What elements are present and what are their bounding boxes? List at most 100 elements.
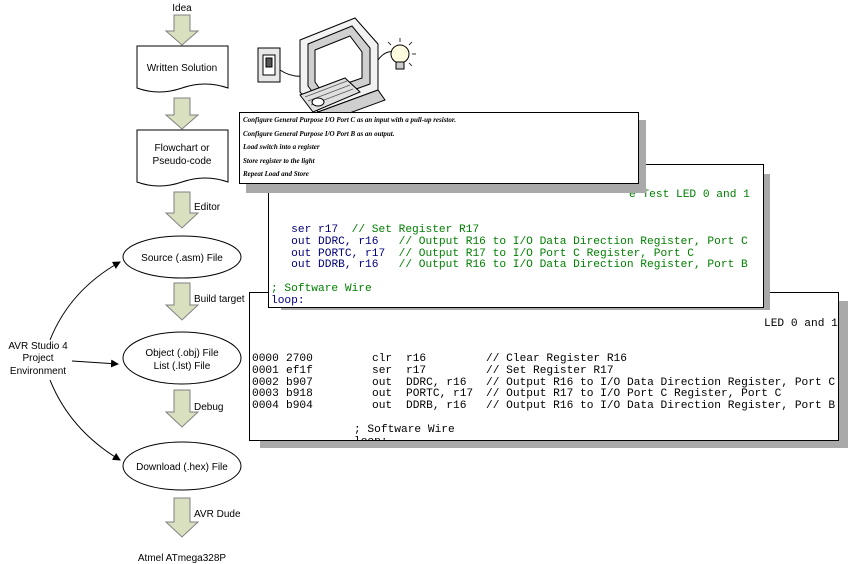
idea-label: Idea xyxy=(172,3,192,14)
source-mnemonic: ser xyxy=(291,223,312,236)
listing-address: 0000 xyxy=(252,352,279,365)
listing-mnemonic: ser xyxy=(372,364,393,377)
listing-address: 0001 xyxy=(252,364,279,377)
source-line: ; Software Wire xyxy=(271,282,748,296)
listing-line: loop: xyxy=(252,436,388,440)
source-file-node: Source (.asm) File xyxy=(122,235,242,279)
listing-line: 0001 ef1f ser r17 // Set Register R17 xyxy=(252,364,614,378)
source-operands: PORTC, r17 xyxy=(318,247,386,260)
pseudo-line-3: Load switch into a register xyxy=(243,143,320,151)
env-arrow-download xyxy=(49,379,121,461)
listing-operands: loop: xyxy=(354,436,388,440)
env-label-2: Project xyxy=(22,353,53,364)
avr-dude-label: AVR Dude xyxy=(194,509,241,520)
source-comment: // Set Register R17 xyxy=(351,223,480,236)
written-solution-doc: Written Solution xyxy=(136,45,229,93)
object-list-node: Object (.obj) File List (.lst) File xyxy=(122,331,242,385)
block-arrow-dude xyxy=(164,497,200,538)
source-mnemonic: out xyxy=(291,259,312,272)
listing-operands: DDRB, r16 xyxy=(406,400,474,413)
listing-operands: r17 xyxy=(406,364,474,377)
pseudo-line-2: Configure General Purpose I/O Port B as … xyxy=(243,129,395,138)
block-arrow-editor xyxy=(164,191,200,229)
listing-address: 0003 xyxy=(252,388,279,401)
listing-code: LED 0 and 1 0000 2700 clr r16 // Clear Regi… xyxy=(252,295,838,440)
source-header-tail: e Test LED 0 and 1 xyxy=(629,188,750,201)
object-file-label: Object (.obj) File xyxy=(145,348,219,359)
env-arrow-source xyxy=(49,261,121,341)
source-line: out PORTC, r17 // Output R17 to I/O Port… xyxy=(271,247,748,261)
block-arrow-build xyxy=(164,282,200,321)
source-mnemonic: out xyxy=(291,247,312,260)
env-arrow-object xyxy=(71,359,119,368)
download-file-node: Download (.hex) File xyxy=(122,441,242,491)
source-indent xyxy=(271,307,291,308)
flowchart-label-2: Pseudo-code xyxy=(153,156,212,167)
source-line: ser r17 // Set Register R17 xyxy=(271,223,748,237)
source-code: e Test LED 0 and 1 ser r17 // Set Regist… xyxy=(271,166,750,308)
listing-line xyxy=(252,413,279,425)
listing-mnemonic: out xyxy=(372,376,393,389)
listing-line: ; Software Wire xyxy=(252,424,455,437)
pseudo-line-5: Repeat Load and Store xyxy=(243,170,309,178)
listing-operands: DDRC, r16 xyxy=(406,376,474,389)
source-line: out DDRB, r16 // Output R16 to I/O Data … xyxy=(271,259,748,272)
source-indent xyxy=(271,224,291,236)
env-label-1: AVR Studio 4 xyxy=(8,341,68,352)
editor-label: Editor xyxy=(194,202,221,213)
written-solution-label: Written Solution xyxy=(147,63,217,74)
listing-header-tail: LED 0 and 1 xyxy=(764,317,838,330)
pseudo-line-1: Configure General Purpose I/O Port C as … xyxy=(243,116,456,124)
block-arrow-debug xyxy=(164,389,200,428)
listing-comment: // Output R16 to I/O Data Direction Regi… xyxy=(486,376,836,389)
listing-opcode: ef1f xyxy=(286,364,313,377)
listing-line: 0004 b904 out DDRB, r16 // Output R16 to I/… xyxy=(252,400,835,413)
source-line: out DDRC, r16 // Output R16 to I/O Data … xyxy=(271,235,748,249)
listing-mnemonic: out xyxy=(372,388,393,401)
listing-address: 0002 xyxy=(252,376,279,389)
block-arrow-1 xyxy=(164,14,200,46)
listing-comment: // Output R17 to I/O Port C Register, Po… xyxy=(486,388,782,401)
atmel-label: Atmel ATmega328P xyxy=(138,553,227,564)
listing-operands: r16 xyxy=(406,352,474,365)
listing-operands: ; Software Wire xyxy=(354,423,455,436)
listing-line: 0002 b907 out DDRC, r16 // Output R16 to I/… xyxy=(252,376,835,390)
source-comment: // Output R17 to I/O Port C Register, Po… xyxy=(398,247,695,260)
listing-address: 0004 xyxy=(252,400,279,413)
computer-illustration xyxy=(257,17,416,123)
list-file-label: List (.lst) File xyxy=(154,361,211,372)
build-target-label: Build target xyxy=(194,294,245,305)
light-bulb-icon xyxy=(387,38,416,70)
pseudo-panel: Configure General Purpose I/O Port C as … xyxy=(239,112,639,184)
source-header-line: e Test LED 0 and 1 xyxy=(271,188,750,202)
source-file-label: Source (.asm) File xyxy=(141,253,223,264)
flowchart-doc: Flowchart or Pseudo-code xyxy=(136,129,229,187)
listing-mnemonic: clr xyxy=(372,352,393,365)
source-comment: ; Software Wire xyxy=(271,282,372,295)
source-operands: DDRC, r16 xyxy=(318,235,386,248)
listing-comment: // Set Register R17 xyxy=(486,364,614,377)
download-file-label: Download (.hex) File xyxy=(136,462,228,473)
env-label-3: Environment xyxy=(10,366,66,377)
source-operands: loop: xyxy=(271,294,305,307)
listing-comment: // Clear Register R16 xyxy=(486,352,627,365)
source-comment: // Input port C pins (0x09) into registe… xyxy=(392,307,687,308)
block-arrow-2 xyxy=(164,97,200,130)
listing-opcode: 2700 xyxy=(286,352,313,365)
source-indent xyxy=(271,259,291,271)
source-mnemonic: out xyxy=(291,235,312,248)
debug-label: Debug xyxy=(194,402,223,413)
source-comment: // Output R16 to I/O Data Direction Regi… xyxy=(398,259,748,272)
source-line: loop: xyxy=(271,294,748,307)
listing-opcode: b904 xyxy=(286,400,313,413)
pseudo-lines: Configure General Purpose I/O Port C as … xyxy=(243,114,456,182)
pseudo-line-4: Store register to the light xyxy=(243,156,315,165)
listing-opcode: b907 xyxy=(286,376,313,389)
source-comment: // Output R16 to I/O Data Direction Regi… xyxy=(398,235,748,248)
source-mnemonic: in xyxy=(291,307,311,308)
listing-panel: LED 0 and 1 0000 2700 clr r16 // Clear Regi… xyxy=(249,292,839,441)
listing-mnemonic: out xyxy=(372,400,393,413)
listing-comment: // Output R16 to I/O Data Direction Regi… xyxy=(486,400,836,413)
